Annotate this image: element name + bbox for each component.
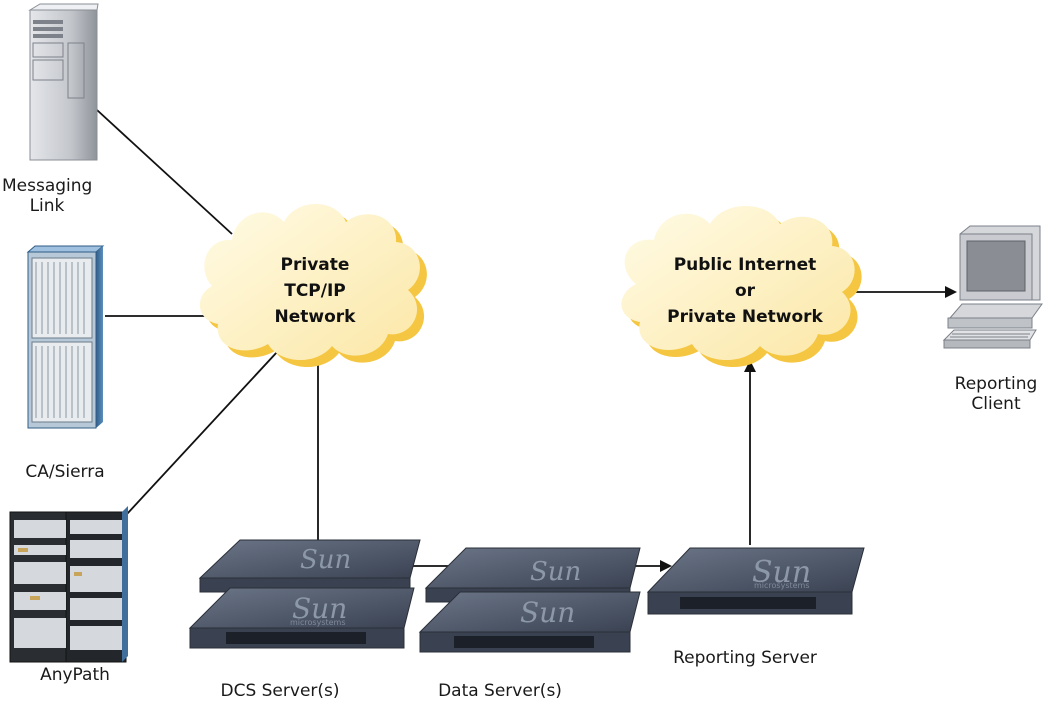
public-network-line2: or	[734, 281, 756, 301]
reporting-client-line1: Reporting	[954, 374, 1038, 394]
dcs-servers-label: DCS Server(s)	[220, 681, 340, 701]
line-messaging-to-private	[96, 109, 233, 235]
private-network-line2: TCP/IP	[284, 281, 346, 301]
reporting-server-label: Reporting Server	[673, 648, 817, 668]
public-network-line3: Private Network	[667, 307, 823, 327]
dcs-server-back: Sun	[198, 539, 421, 593]
messaging-link-label: Messaging Link	[2, 176, 92, 216]
server-brand-text: Sun	[300, 545, 351, 575]
reporting-client-label: Reporting Client	[948, 374, 1044, 414]
reporting-client-line2: Client	[971, 394, 1021, 414]
server-brand-text: Sun	[520, 596, 575, 629]
private-network-cloud-icon	[199, 204, 427, 368]
data-servers-label: Data Server(s)	[438, 681, 562, 701]
dcs-server-front: Sun microsystems	[188, 587, 415, 649]
line-anypath-to-private	[126, 337, 291, 515]
server-brand-sub: microsystems	[290, 618, 346, 627]
public-network-cloud-icon	[621, 206, 862, 368]
reporting-server: Sun microsystems	[646, 547, 865, 615]
private-network-line1: Private	[280, 255, 350, 275]
server-brand-text: Sun	[752, 555, 811, 590]
private-network-line3: Network	[274, 307, 356, 327]
server-brand-text: Sun	[292, 592, 347, 625]
data-server-front: Sun	[418, 591, 641, 653]
anypath-label: AnyPath	[40, 665, 110, 685]
messaging-link-label-line2: Link	[29, 196, 65, 216]
ca-sierra-rack-icon	[26, 245, 105, 429]
messaging-link-server-icon	[28, 3, 99, 161]
public-network-label: Public Internet or Private Network	[650, 252, 840, 330]
reporting-client-computer-icon	[942, 225, 1043, 349]
anypath-rack-icon	[9, 506, 128, 663]
server-brand-text: Sun	[530, 557, 581, 587]
ca-sierra-label: CA/Sierra	[25, 462, 105, 482]
server-brand-sub: microsystems	[754, 581, 810, 590]
private-network-label: Private TCP/IP Network	[240, 252, 390, 330]
messaging-link-label-line1: Messaging	[2, 176, 93, 196]
connections	[96, 109, 957, 572]
public-network-line1: Public Internet	[673, 255, 817, 275]
